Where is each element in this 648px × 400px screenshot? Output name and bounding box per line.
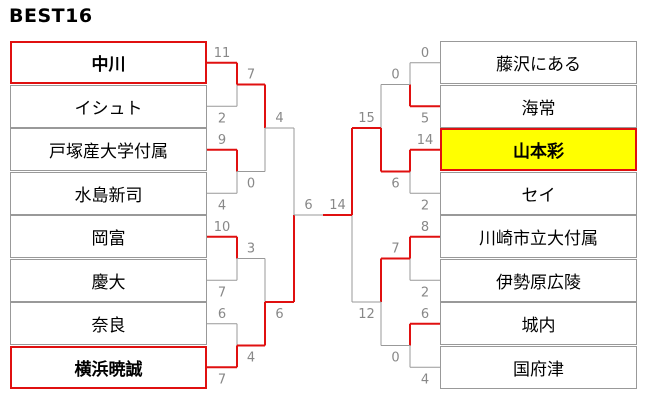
final-score-right: 14	[329, 198, 346, 213]
left-r2-m1-score-b: 0	[247, 177, 255, 192]
left-r1-m1-score-a: 11	[214, 46, 231, 61]
right-team-2: 海常	[440, 84, 637, 128]
right-r1-m3-score-b: 2	[421, 285, 429, 300]
left-r2-m2-score-a: 3	[247, 242, 255, 257]
right-team-7: 城内	[440, 302, 637, 345]
right-r1-m2-score-a: 14	[417, 133, 434, 148]
left-r1-m4-score-a: 6	[218, 307, 226, 322]
left-team-3: 戸塚産大学付属	[10, 128, 207, 171]
page-title: BEST16	[9, 5, 93, 27]
left-r2-m1-score-a: 7	[247, 68, 255, 83]
left-r1-m2-score-a: 9	[218, 133, 226, 148]
left-r1-m3-score-a: 10	[214, 220, 231, 235]
right-r1-m4-score-a: 6	[421, 307, 429, 322]
right-team-1: 藤沢にある	[440, 41, 637, 84]
left-team-7: 奈良	[10, 302, 207, 345]
right-r2-m1-score-b: 6	[391, 177, 399, 192]
right-r1-m2-score-b: 2	[421, 198, 429, 213]
right-r3-score-a: 15	[358, 111, 375, 126]
right-team-6: 伊勢原広陵	[440, 258, 637, 302]
left-team-6: 慶大	[10, 258, 207, 302]
right-team-5: 川崎市立大付属	[440, 215, 637, 258]
right-team-3: 山本彩	[440, 128, 637, 171]
right-team-8: 国府津	[440, 345, 637, 389]
left-r1-m3-score-b: 7	[218, 285, 226, 300]
left-r1-m1-score-b: 2	[218, 111, 226, 126]
left-r3-score-a: 4	[275, 111, 283, 126]
left-r1-m4-score-b: 7	[218, 372, 226, 387]
left-team-8: 横浜暁誠	[10, 345, 207, 389]
left-r2-m2-score-b: 4	[247, 351, 255, 366]
right-r2-m2-score-a: 7	[391, 242, 399, 257]
right-r1-m1-score-b: 5	[421, 111, 429, 126]
right-team-4: セイ	[440, 171, 637, 215]
right-r2-m1-score-a: 0	[391, 68, 399, 83]
left-team-5: 岡富	[10, 215, 207, 258]
left-r3-score-b: 6	[275, 307, 283, 322]
right-r1-m4-score-b: 4	[421, 372, 429, 387]
right-r3-score-b: 12	[358, 307, 375, 322]
final-score-left: 6	[304, 198, 312, 213]
left-team-2: イシュト	[10, 84, 207, 128]
left-team-4: 水島新司	[10, 171, 207, 215]
left-team-1: 中川	[10, 41, 207, 84]
right-r2-m2-score-b: 0	[391, 351, 399, 366]
left-r1-m2-score-b: 4	[218, 198, 226, 213]
right-r1-m1-score-a: 0	[421, 46, 429, 61]
right-r1-m3-score-a: 8	[421, 220, 429, 235]
